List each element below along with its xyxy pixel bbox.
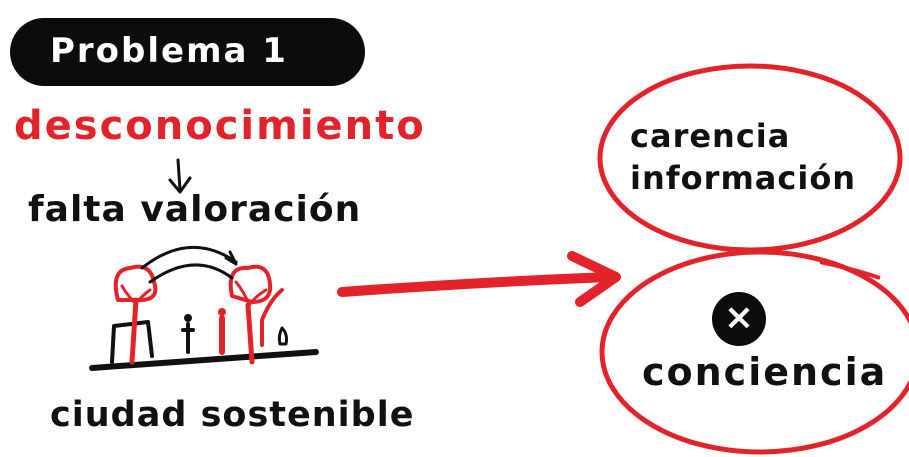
x-mark-icon: × (712, 292, 766, 346)
information-bubble-text: carencia información (630, 115, 856, 199)
city-icon (89, 245, 319, 371)
down-arrow-icon (168, 158, 192, 194)
information-line-1: carencia (630, 117, 791, 155)
consequence-text: falta valoración (28, 189, 362, 230)
arrow-right-icon (337, 251, 621, 307)
problem-label-pill (10, 18, 365, 86)
cause-word: desconocimiento (14, 103, 426, 149)
awareness-bubble-text: conciencia (642, 350, 888, 394)
bubbles (597, 63, 909, 455)
information-line-2: información (630, 159, 857, 197)
city-caption: ciudad sostenible (50, 395, 415, 435)
problem-label: Problema 1 (50, 31, 288, 71)
